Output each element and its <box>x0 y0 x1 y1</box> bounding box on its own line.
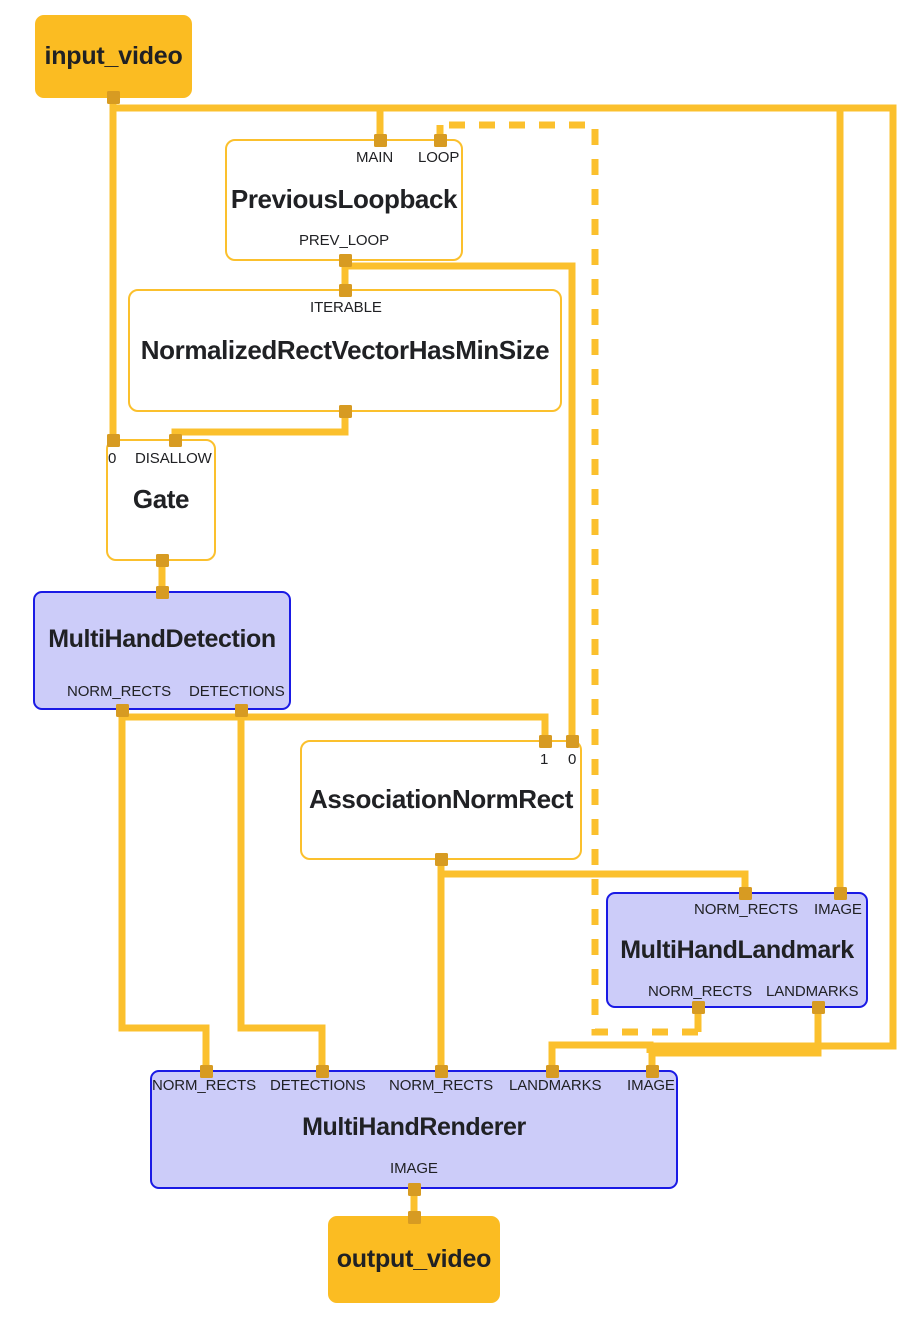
node-multi-hand-renderer[interactable]: MultiHandRenderer <box>150 1070 678 1189</box>
port-label-landmark-out-landmarks: LANDMARKS <box>766 983 859 1000</box>
port-previousloopback-prevloop-out[interactable] <box>339 254 352 267</box>
edge-detection-normrects-to-assoc-one <box>122 713 549 737</box>
node-multi-hand-detection[interactable]: MultiHandDetection <box>33 591 291 710</box>
port-label-detection-norm-rects: NORM_RECTS <box>67 683 172 700</box>
node-output-video-label: output_video <box>336 1245 492 1274</box>
node-gate[interactable]: Gate <box>106 439 216 561</box>
port-label-renderer-image-in: IMAGE <box>627 1077 675 1094</box>
port-gate-out[interactable] <box>156 554 169 567</box>
port-label-assoc-zero: 0 <box>568 751 577 768</box>
port-label-renderer-landmarks: LANDMARKS <box>509 1077 602 1094</box>
port-renderer-landmarks-in[interactable] <box>546 1065 559 1078</box>
port-multihandlandmark-landmarks-out[interactable] <box>812 1001 825 1014</box>
port-previousloopback-main-in[interactable] <box>374 134 387 147</box>
node-association-norm-rect-label: AssociationNormRect <box>308 784 574 815</box>
port-multihanddetection-normrects-out[interactable] <box>116 704 129 717</box>
node-association-norm-rect[interactable]: AssociationNormRect <box>300 740 582 860</box>
node-has-min-size-label: NormalizedRectVectorHasMinSize <box>140 334 550 365</box>
port-label-renderer-detections: DETECTIONS <box>270 1077 366 1094</box>
port-gate-disallow-in[interactable] <box>169 434 182 447</box>
port-output-video-in[interactable] <box>408 1211 421 1224</box>
node-gate-label: Gate <box>132 484 190 515</box>
port-label-disallow: DISALLOW <box>135 450 212 467</box>
port-multihandlandmark-image-in[interactable] <box>834 887 847 900</box>
node-input-video[interactable]: input_video <box>35 15 192 98</box>
port-label-iterable: ITERABLE <box>310 299 382 316</box>
node-multi-hand-landmark-label: MultiHandLandmark <box>620 935 854 964</box>
port-label-detection-detections: DETECTIONS <box>189 683 285 700</box>
node-previous-loopback[interactable]: PreviousLoopback <box>225 139 463 261</box>
port-label-assoc-one: 1 <box>540 751 549 768</box>
edge-landmark-landmarks-to-renderer <box>650 1005 822 1057</box>
port-multihanddetection-in[interactable] <box>156 586 169 599</box>
port-renderer-detections-in[interactable] <box>316 1065 329 1078</box>
port-gate-zero-in[interactable] <box>107 434 120 447</box>
port-renderer-image-out[interactable] <box>408 1183 421 1196</box>
port-assoc-one-in[interactable] <box>539 735 552 748</box>
edge-hasminsize-to-disallow <box>171 410 349 437</box>
port-multihandlandmark-normrects-out[interactable] <box>692 1001 705 1014</box>
port-renderer-image-in[interactable] <box>646 1065 659 1078</box>
port-label-prev-loop: PREV_LOOP <box>299 232 389 249</box>
edge-assoc-to-landmark-normrects <box>441 870 749 893</box>
port-label-gate-zero: 0 <box>108 450 117 467</box>
port-label-renderer-image-out: IMAGE <box>390 1160 438 1177</box>
node-previous-loopback-label: PreviousLoopback <box>230 184 458 215</box>
edge-input-to-main <box>109 97 384 140</box>
port-hasminsize-out[interactable] <box>339 405 352 418</box>
port-assoc-zero-in[interactable] <box>566 735 579 748</box>
port-multihandlandmark-normrects-in[interactable] <box>739 887 752 900</box>
node-multi-hand-renderer-label: MultiHandRenderer <box>302 1113 526 1142</box>
edge-landmark-landmarks-to-renderer-2 <box>548 1041 654 1071</box>
port-label-main: MAIN <box>356 149 394 166</box>
port-label-landmark-out-norm-rects: NORM_RECTS <box>648 983 753 1000</box>
port-previousloopback-loop-in[interactable] <box>434 134 447 147</box>
port-assoc-out[interactable] <box>435 853 448 866</box>
node-multi-hand-landmark[interactable]: MultiHandLandmark <box>606 892 868 1008</box>
port-label-loop: LOOP <box>418 149 460 166</box>
port-hasminsize-iterable-in[interactable] <box>339 284 352 297</box>
node-output-video[interactable]: output_video <box>328 1216 500 1303</box>
edge-detection-normrects-to-renderer <box>118 710 210 1071</box>
node-multi-hand-detection-label: MultiHandDetection <box>48 625 276 654</box>
port-label-renderer-norm-rects-2: NORM_RECTS <box>389 1077 494 1094</box>
node-input-video-label: input_video <box>44 42 183 71</box>
port-input-video-out[interactable] <box>107 91 120 104</box>
port-label-landmark-in-image: IMAGE <box>814 901 862 918</box>
port-renderer-normrects-1-in[interactable] <box>200 1065 213 1078</box>
port-label-renderer-norm-rects-1: NORM_RECTS <box>152 1077 257 1094</box>
port-renderer-normrects-2-in[interactable] <box>435 1065 448 1078</box>
port-label-landmark-in-norm-rects: NORM_RECTS <box>694 901 799 918</box>
port-multihanddetection-detections-out[interactable] <box>235 704 248 717</box>
